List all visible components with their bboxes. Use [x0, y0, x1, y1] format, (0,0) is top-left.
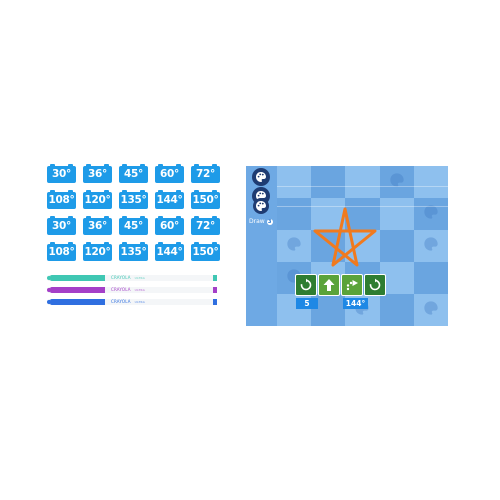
turn-icon [346, 280, 358, 291]
palette-icon [423, 204, 439, 224]
palette-button[interactable] [252, 168, 270, 186]
turn-angle-param[interactable]: 144° [343, 298, 368, 309]
turn-block[interactable] [341, 274, 363, 296]
marker-brand-sub: ULTRA [134, 300, 145, 304]
grid-tile [311, 166, 346, 198]
angle-card: 30° [47, 216, 76, 235]
angle-card: 72° [191, 216, 220, 235]
grid-tile [413, 166, 448, 198]
angle-card: 150° [191, 190, 220, 209]
angle-card: 135° [119, 190, 148, 209]
grid-tile [379, 230, 414, 262]
grid-tile [379, 198, 414, 230]
palette-icon [423, 300, 439, 320]
palette-icon [286, 268, 302, 288]
angle-card: 36° [83, 164, 112, 183]
grid-tile [277, 166, 312, 198]
angle-card: 120° [83, 190, 112, 209]
star-shape [313, 207, 377, 267]
angle-card: 30° [47, 164, 76, 183]
marker-cap [50, 287, 105, 293]
marker-brand-sub: ULTRA [134, 276, 145, 280]
palette-button[interactable] [253, 198, 269, 214]
angle-card: 108° [47, 190, 76, 209]
grid-tile [277, 198, 312, 230]
grid-tile [413, 262, 448, 294]
marker-tip [47, 300, 50, 304]
grid-tile [379, 166, 414, 198]
grid-tile [277, 230, 312, 262]
marker-cap [50, 299, 105, 305]
palette-icon [423, 236, 439, 256]
angle-card: 60° [155, 164, 184, 183]
angle-card: 36° [83, 216, 112, 235]
marker-brand-sub: ULTRA [134, 288, 145, 292]
row-divider [246, 186, 448, 187]
angle-card: 45° [119, 164, 148, 183]
draw-count-badge: 3 [266, 218, 273, 225]
grid-tile [413, 198, 448, 230]
angle-card: 72° [191, 164, 220, 183]
angle-card: 108° [47, 242, 76, 261]
grid-tile [413, 230, 448, 262]
grid-tile [345, 198, 380, 230]
marker-brand: CRAYOLA [111, 299, 131, 304]
palette-icon [256, 201, 266, 211]
palette-icon [286, 236, 302, 256]
marker-end [213, 299, 217, 305]
angle-card: 45° [119, 216, 148, 235]
repeat-icon [369, 278, 381, 291]
marker-brand: CRAYOLA [111, 287, 131, 292]
angle-card: 144° [155, 190, 184, 209]
angle-card: 144° [155, 242, 184, 261]
marker-end [213, 275, 217, 281]
angle-card: 120° [83, 242, 112, 261]
arrow-up-icon [323, 279, 335, 291]
repeat-icon [300, 278, 312, 291]
end-repeat-block[interactable] [364, 274, 386, 296]
tool-sidebar: Draw 3 [246, 166, 277, 326]
code-blocks [295, 274, 386, 296]
angle-card: 60° [155, 216, 184, 235]
marker-tip [47, 276, 50, 280]
draw-text: Draw [249, 218, 265, 225]
star-drawing [313, 207, 377, 267]
repeat-count-param[interactable]: 5 [296, 298, 318, 309]
grid-tile [379, 294, 414, 326]
angle-cards: 30° 36° 45° 60° 72° 108° 120° 135° 144° 150° 30° 36… [47, 164, 220, 261]
draw-label[interactable]: Draw 3 [249, 218, 273, 225]
grid-tile [311, 198, 346, 230]
move-forward-block[interactable] [318, 274, 340, 296]
grid-tile [413, 294, 448, 326]
palette-icon [389, 172, 405, 192]
repeat-block[interactable] [295, 274, 317, 296]
marker-end [213, 287, 217, 293]
angle-card: 135° [119, 242, 148, 261]
marker-tip [47, 288, 50, 292]
angle-card: 150° [191, 242, 220, 261]
marker-cap [50, 275, 105, 281]
grid-tile [345, 166, 380, 198]
row-divider [246, 206, 448, 207]
marker-brand: CRAYOLA [111, 275, 131, 280]
palette-icon [256, 172, 266, 182]
